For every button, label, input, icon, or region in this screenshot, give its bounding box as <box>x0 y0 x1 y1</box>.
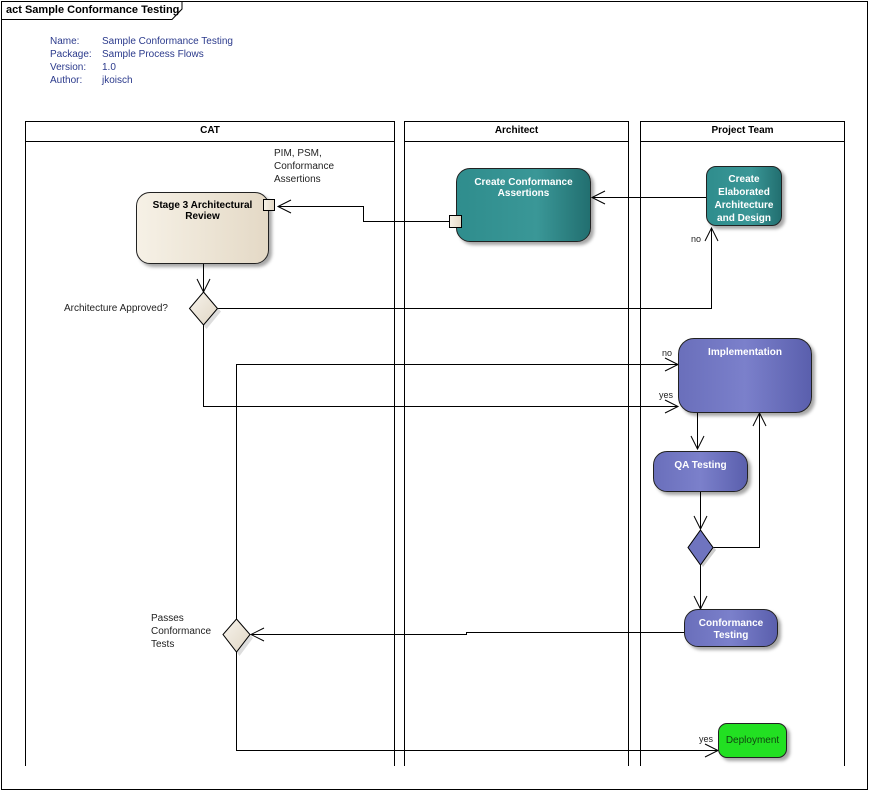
action-conformance-testing[interactable]: Conformance Testing <box>684 609 778 647</box>
action-label: Stage 3 Architectural Review <box>152 200 253 222</box>
action-label: Implementation <box>708 347 782 358</box>
pin-label: PIM, PSM, Conformance Assertions <box>274 147 334 186</box>
decision-passes-conformance[interactable] <box>222 618 253 656</box>
diagram-title: act Sample Conformance Testing <box>6 4 180 16</box>
decision-architecture-approved[interactable] <box>188 291 222 329</box>
action-qa-testing[interactable]: QA Testing <box>653 451 748 492</box>
lane-title-project-team: Project Team <box>711 125 774 136</box>
arrowhead <box>590 190 606 205</box>
pin-label-line: Assertions <box>274 174 321 185</box>
arrowhead <box>704 226 719 242</box>
flow-passes-no-to-implementation <box>236 364 678 619</box>
flow-conformance-to-passes <box>251 632 684 635</box>
flow-decision-yes-to-implementation <box>203 325 678 407</box>
arrowhead <box>664 399 680 414</box>
lane-title-cat: CAT <box>200 125 220 136</box>
action-label: QA Testing <box>674 460 727 471</box>
decision-label-line: Tests <box>151 639 175 650</box>
output-pin[interactable] <box>449 215 462 228</box>
decision-label-passes-conformance: Passes Conformance Tests <box>151 612 211 651</box>
arrowhead <box>690 435 705 451</box>
metadata-value: 1.0 <box>102 62 116 73</box>
guard-label-yes: yes <box>659 390 674 400</box>
action-label: Conformance Testing <box>698 618 764 641</box>
action-deployment[interactable]: Deployment <box>718 723 787 758</box>
lane-architect <box>404 121 629 766</box>
frame-title-tab <box>1 1 183 20</box>
diagram-metadata: Name: Sample Conformance Testing Package:… <box>50 35 233 87</box>
guard-label-no: no <box>691 234 702 244</box>
action-label: Create Conformance Assertions <box>474 177 573 199</box>
lane-cat <box>25 121 395 766</box>
decision-label-line: Passes <box>151 613 184 624</box>
lane-project-team <box>640 121 845 766</box>
arrowhead <box>249 627 265 642</box>
arrowhead <box>752 411 767 427</box>
metadata-row: Version: 1.0 <box>50 61 233 74</box>
action-label: Deployment <box>725 735 780 746</box>
action-label: Create Elaborated Architecture and Desig… <box>714 174 774 224</box>
metadata-value: Sample Conformance Testing <box>102 36 233 47</box>
pin-label-line: Conformance <box>274 161 335 172</box>
decision-label-architecture-approved: Architecture Approved? <box>64 303 168 314</box>
decision-qa[interactable] <box>687 529 716 567</box>
metadata-key: Name: <box>50 36 80 47</box>
flow-passes-yes-to-deployment <box>236 652 718 751</box>
decision-label-line: Conformance <box>151 626 212 637</box>
metadata-row: Author: jkoisch <box>50 74 233 87</box>
guard-label-no: no <box>662 348 673 358</box>
metadata-row: Package: Sample Process Flows <box>50 48 233 61</box>
flow-decision-no-to-elaborated <box>218 228 712 309</box>
metadata-value: jkoisch <box>102 75 133 86</box>
metadata-key: Author: <box>50 75 83 86</box>
flow-assertions-to-review <box>278 206 449 222</box>
metadata-row: Name: Sample Conformance Testing <box>50 35 233 48</box>
arrowhead <box>693 515 708 531</box>
metadata-key: Version: <box>50 62 87 73</box>
action-implementation[interactable]: Implementation <box>678 338 812 413</box>
action-create-conformance-assertions[interactable]: Create Conformance Assertions <box>456 168 591 242</box>
flow-qa-decision-to-implementation <box>713 413 760 548</box>
input-pin[interactable] <box>263 199 275 211</box>
action-create-elaborated-architecture[interactable]: Create Elaborated Architecture and Desig… <box>706 166 782 226</box>
arrowhead <box>276 199 292 214</box>
lane-title-architect: Architect <box>494 125 539 136</box>
metadata-value: Sample Process Flows <box>102 49 204 60</box>
guard-label-yes: yes <box>699 734 714 744</box>
metadata-key: Package: <box>50 49 92 60</box>
action-stage3-architectural-review[interactable]: Stage 3 Architectural Review <box>136 192 269 264</box>
pin-label-line: PIM, PSM, <box>274 148 322 159</box>
